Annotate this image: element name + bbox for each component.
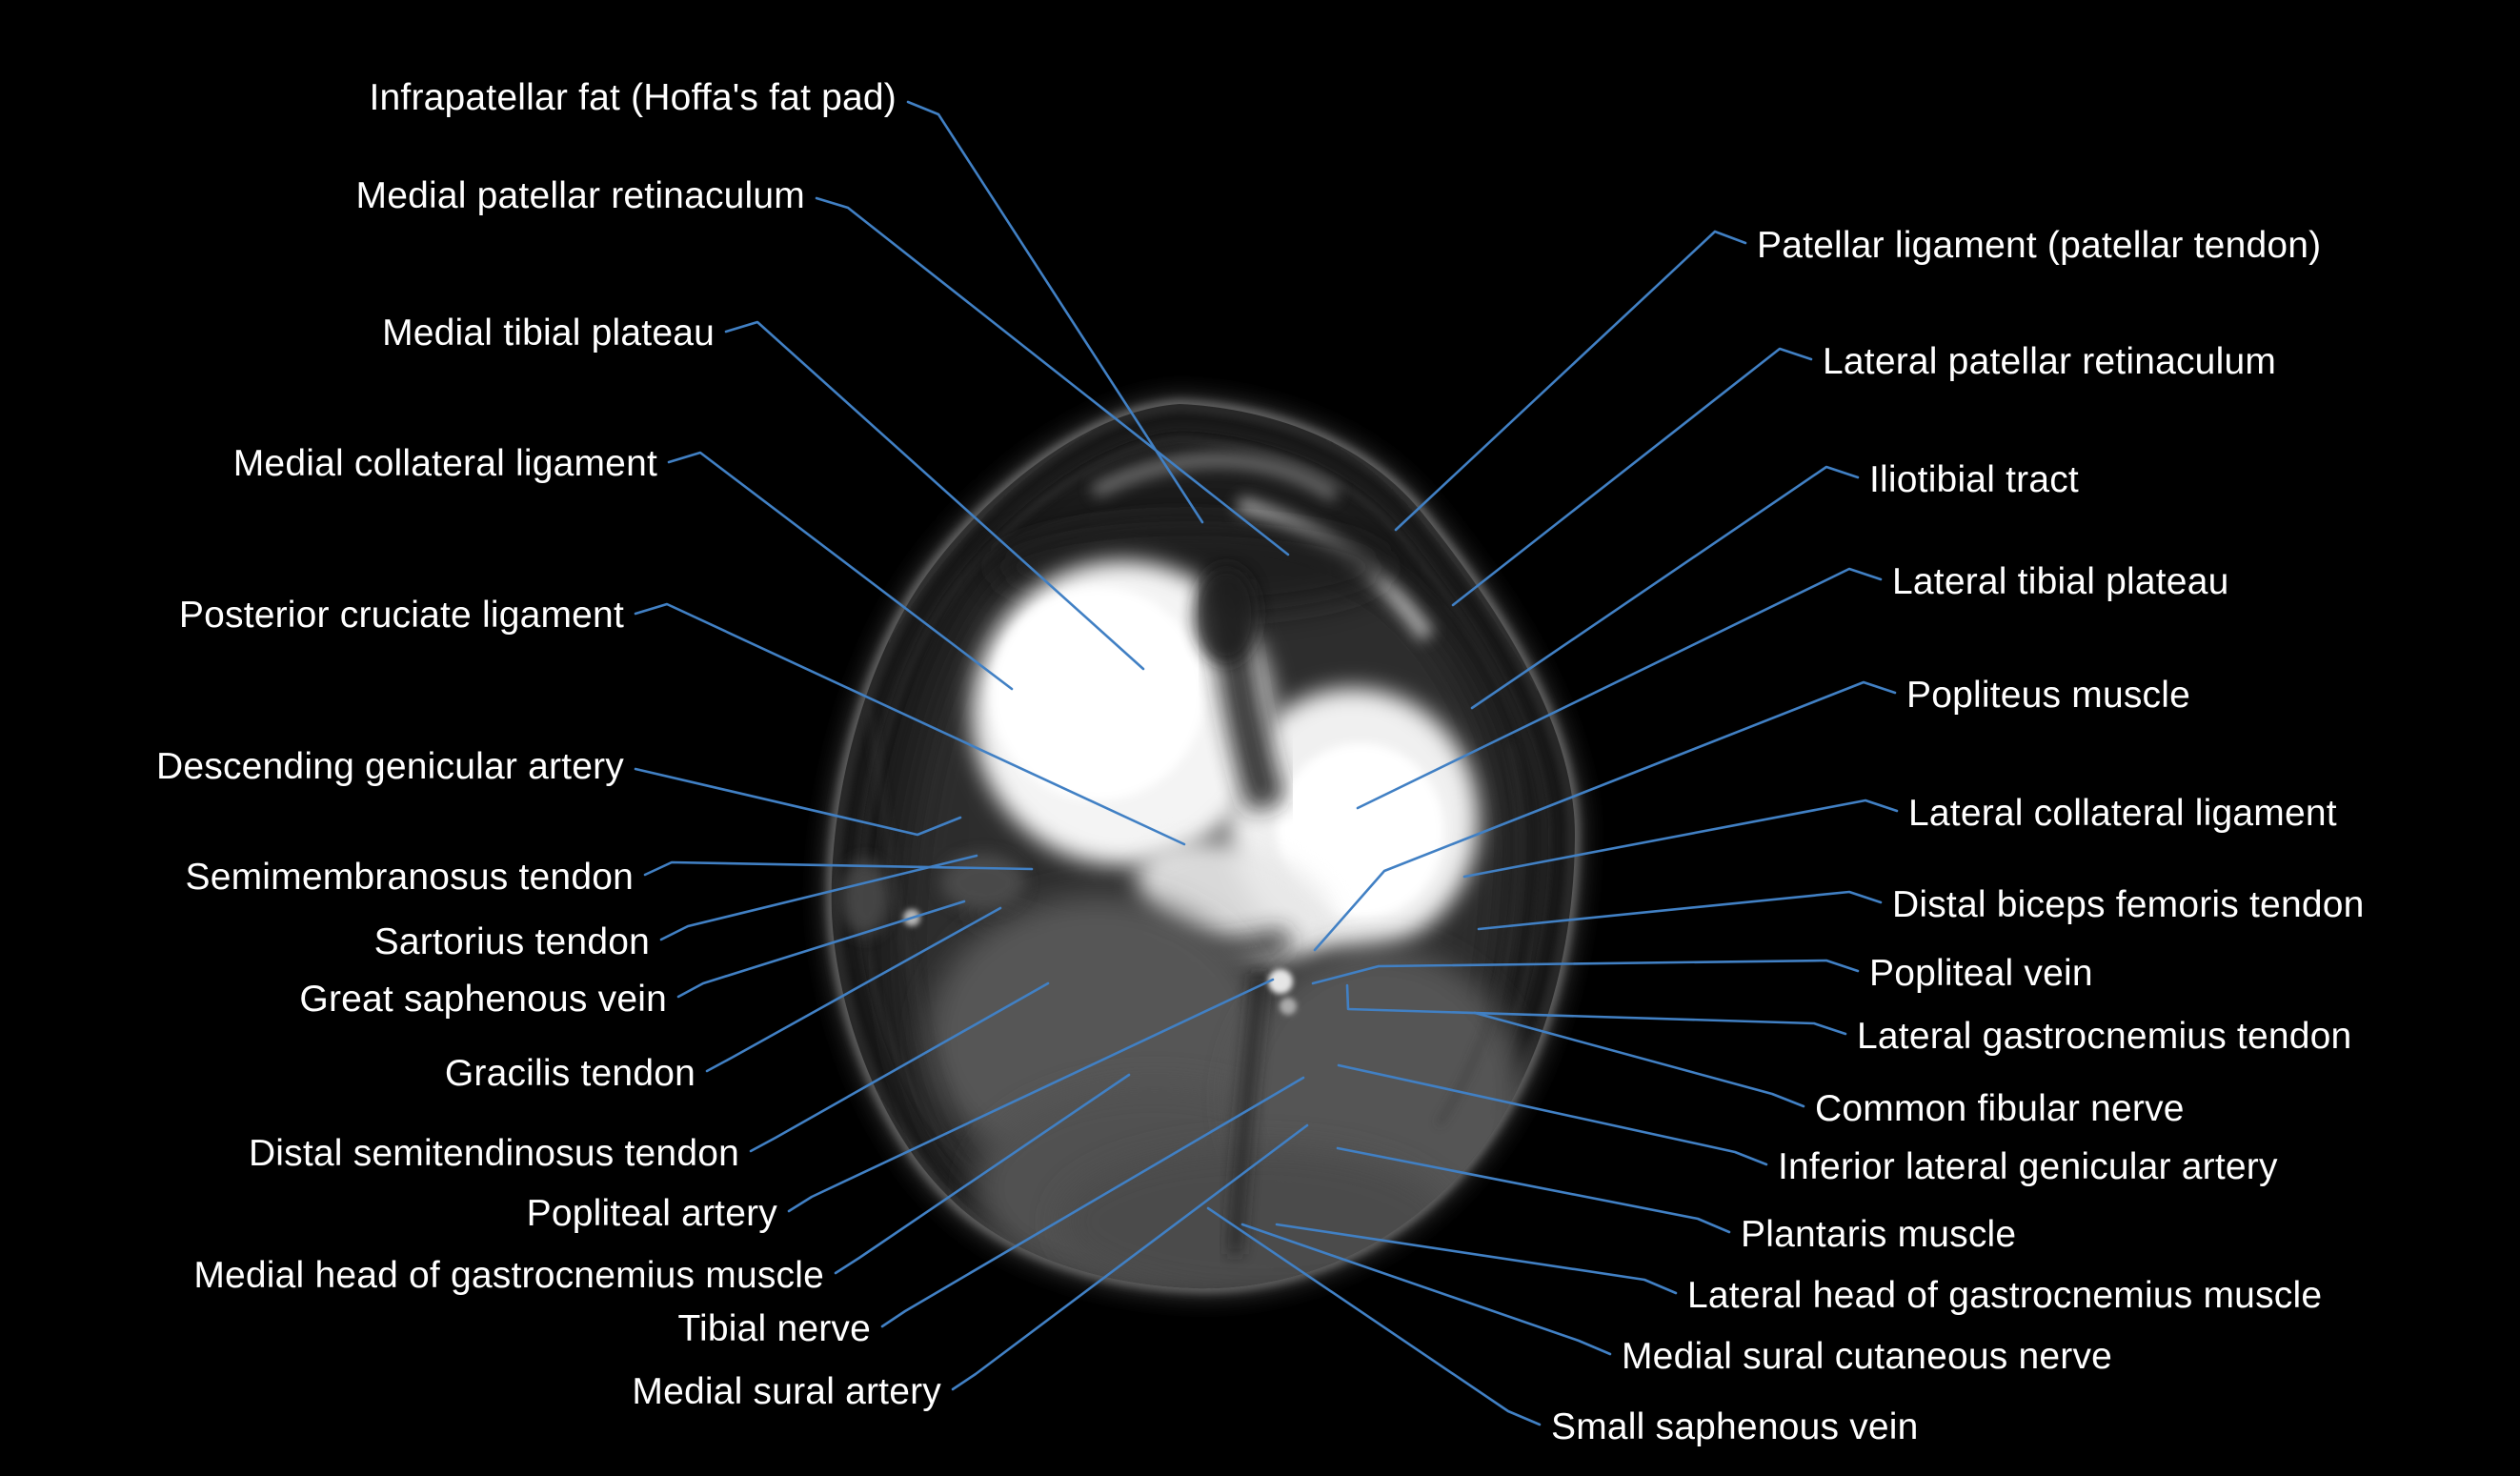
posterior-muscle-base (1060, 1147, 1451, 1289)
leader-line (880, 1076, 1305, 1328)
leader-line (634, 767, 962, 837)
leader-line (749, 981, 1050, 1153)
leader-line (951, 1123, 1309, 1391)
leader-line (1336, 1146, 1731, 1234)
leader-line (1311, 959, 1860, 985)
lateral-fascia-streak (1436, 742, 1523, 1126)
sartorius-muscle-oval (840, 859, 890, 936)
leader-line (1462, 799, 1899, 879)
anterior-retinaculum-arc (1090, 453, 1340, 501)
leader-line (1240, 1223, 1612, 1356)
leader-line (659, 854, 978, 941)
leader-line (1206, 1206, 1542, 1426)
leader-line (724, 320, 1145, 671)
leader-line (815, 196, 1290, 556)
leader-line (1451, 347, 1813, 607)
ct-leg-cross-section (832, 404, 1575, 1296)
leader-line (1477, 890, 1883, 931)
leader-line (643, 860, 1034, 877)
leader-line (906, 100, 1204, 524)
leader-line (1275, 1223, 1678, 1295)
leader-lines-group (634, 100, 1899, 1426)
medial-fascia-streak (866, 704, 965, 1136)
leader-line (1473, 1011, 1805, 1108)
intercondylar-notch (1194, 565, 1259, 664)
leader-line (1337, 1063, 1768, 1166)
leader-line (1356, 567, 1883, 810)
leader-line (1313, 680, 1897, 952)
popliteal-vein-highlight (1280, 998, 1297, 1015)
popliteal-artery-highlight (1268, 969, 1293, 994)
muscle-midline-cleft (1229, 973, 1265, 1255)
leader-line (1394, 230, 1747, 532)
leader-line (667, 451, 1014, 691)
leader-line (705, 906, 1002, 1073)
leader-line (834, 1073, 1131, 1275)
leader-line (787, 978, 1275, 1213)
medial-bone-core (991, 587, 1204, 800)
leader-line (1345, 983, 1847, 1036)
leader-line (1470, 465, 1860, 710)
leader-line (676, 900, 966, 999)
leader-line (634, 602, 1186, 846)
